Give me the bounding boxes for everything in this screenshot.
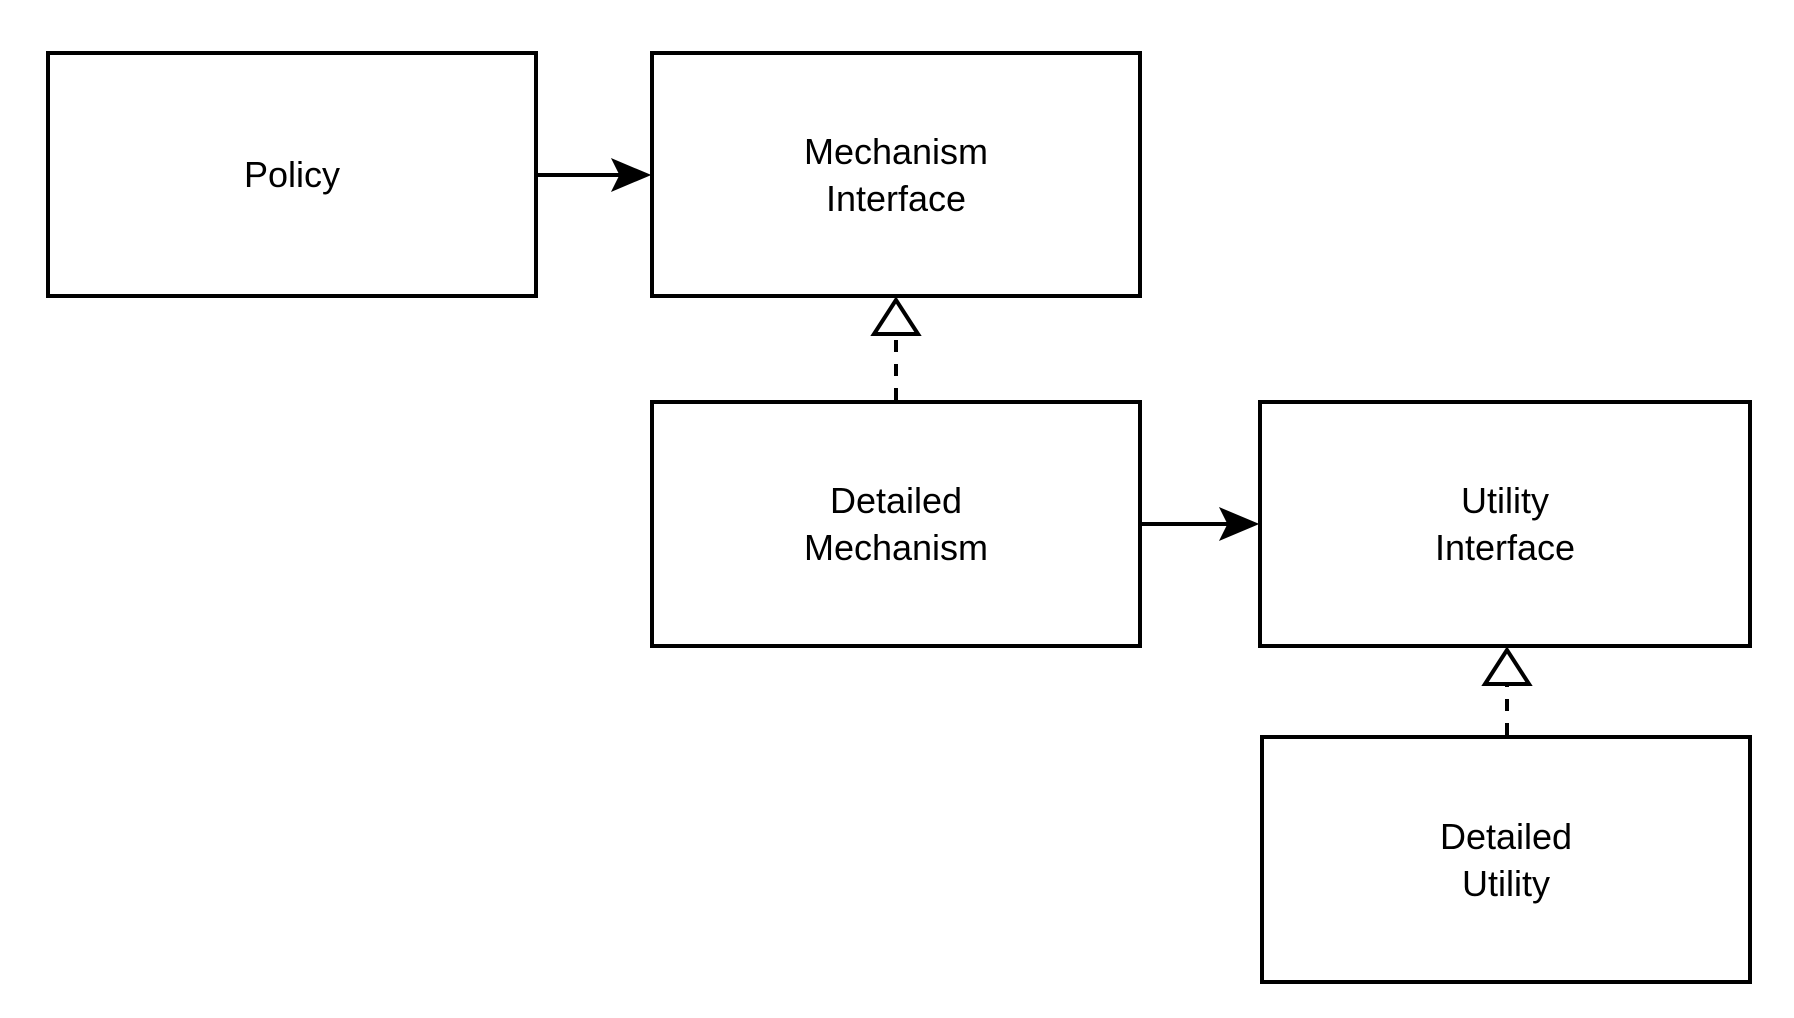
edge-detailed-mechanism-to-utility-interface: [1142, 507, 1260, 541]
edge-detailed-utility-realizes-utility-interface: [1481, 646, 1533, 735]
node-mechanism-interface[interactable]: Mechanism Interface: [650, 51, 1142, 298]
filled-arrowhead-icon: [610, 158, 652, 192]
node-detailed-utility[interactable]: Detailed Utility: [1260, 735, 1752, 984]
node-detailed-mechanism-label: Detailed Mechanism: [803, 480, 989, 568]
node-mechanism-interface-label: Mechanism Interface: [803, 130, 989, 219]
node-policy-label: Policy: [243, 154, 341, 195]
edge-detailed-mechanism-realizes-mechanism-interface: [870, 296, 922, 400]
hollow-triangle-arrowhead-icon: [1481, 646, 1533, 686]
node-detailed-mechanism[interactable]: Detailed Mechanism: [650, 400, 1142, 648]
hollow-triangle-arrowhead-icon: [870, 296, 922, 336]
node-utility-interface[interactable]: Utility Interface: [1258, 400, 1752, 648]
filled-arrowhead-icon: [1218, 507, 1260, 541]
node-detailed-utility-label: Detailed Utility: [1439, 815, 1573, 904]
node-policy[interactable]: Policy: [46, 51, 538, 298]
edge-policy-to-mechanism-interface: [538, 158, 652, 192]
node-utility-interface-label: Utility Interface: [1434, 480, 1576, 568]
